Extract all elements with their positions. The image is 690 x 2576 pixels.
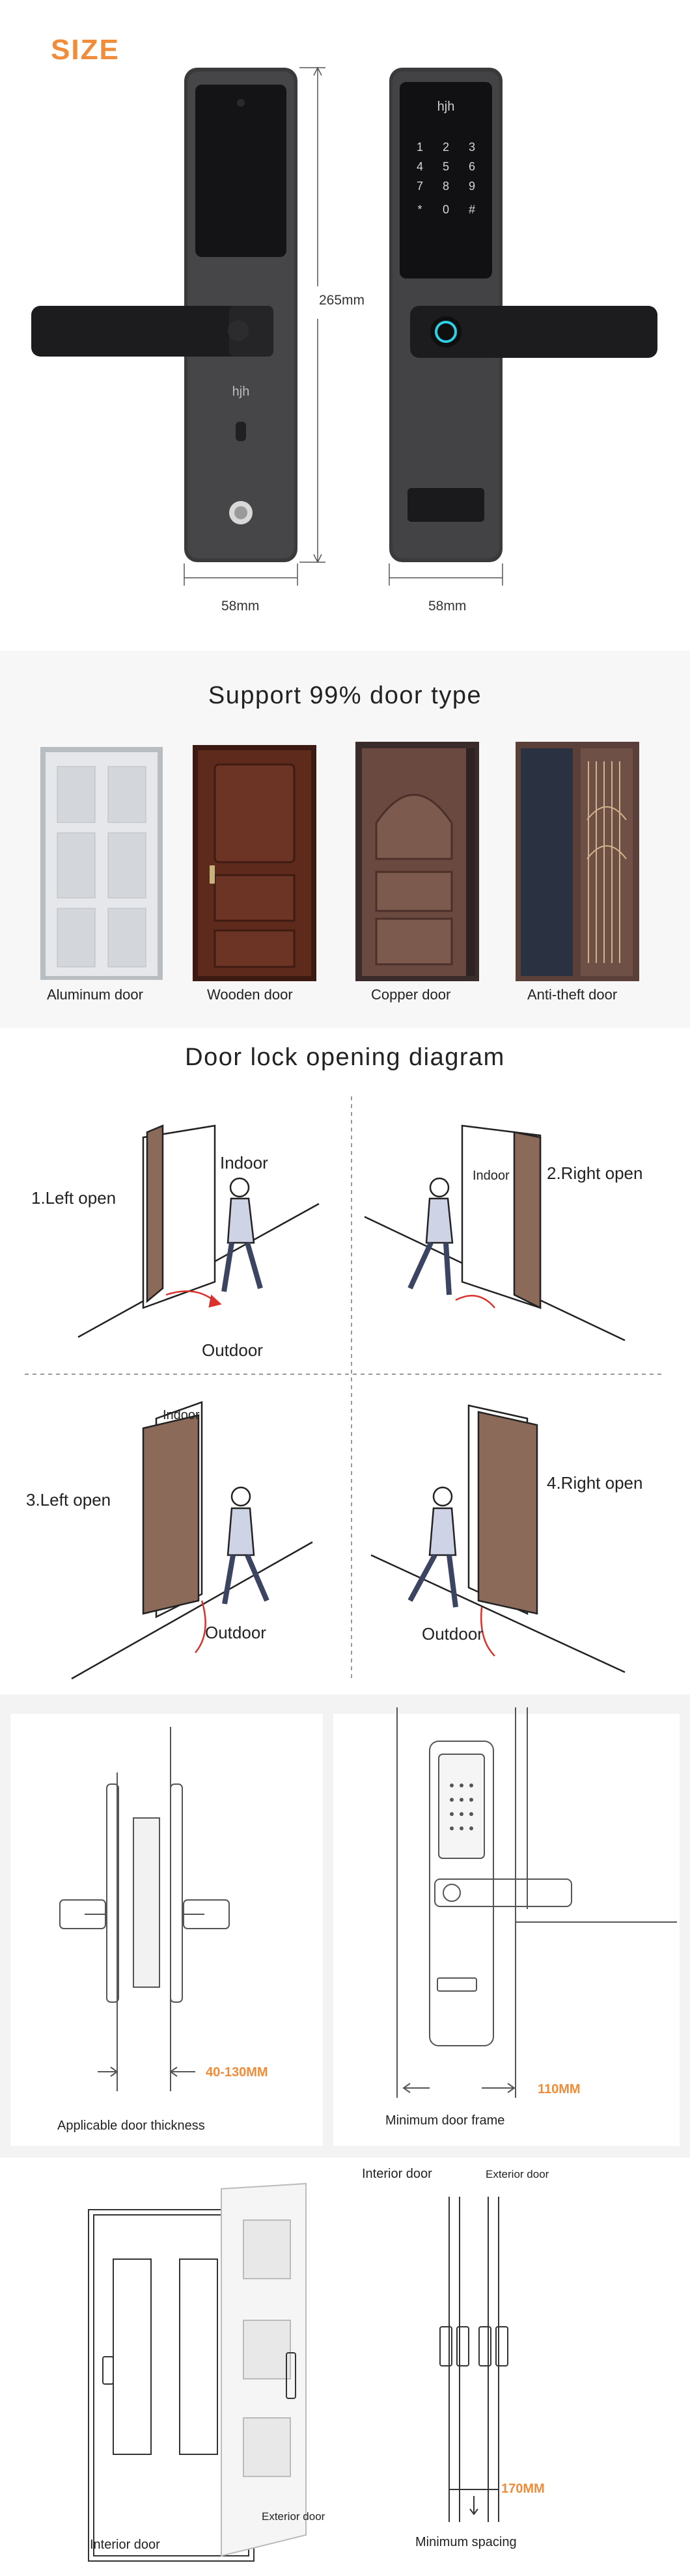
exterior-door-top-caption: Exterior door — [486, 2168, 549, 2180]
svg-text:2: 2 — [443, 141, 449, 154]
size-heading: SIZE — [51, 34, 120, 66]
panel-3-label: 3.Left open — [26, 1490, 111, 1510]
svg-text:#: # — [469, 203, 475, 216]
door-thickness-drawing — [59, 1727, 230, 2091]
frame-caption: Minimum door frame — [385, 2113, 505, 2128]
anti-theft-door-image — [516, 742, 639, 981]
thickness-caption: Applicable door thickness — [57, 2119, 205, 2133]
exterior-door-caption: Exterior door — [262, 2510, 325, 2523]
thickness-value: 40-130MM — [206, 2065, 268, 2080]
copper-door-image — [355, 742, 479, 981]
dimension-lines — [184, 66, 503, 586]
panel-2-indoor: Indoor — [473, 1169, 510, 1183]
svg-text:5: 5 — [443, 160, 449, 173]
door-types-section: Support 99% door type — [0, 651, 690, 1028]
width-dimension-left-label: 58mm — [221, 599, 260, 614]
svg-text:hjh: hjh — [437, 100, 455, 114]
double-door-drawing — [88, 2182, 307, 2562]
door-types-heading: Support 99% door type — [208, 682, 482, 709]
svg-text:7: 7 — [417, 180, 423, 193]
height-dimension-label: 265mm — [319, 293, 365, 308]
opening-diagram-heading: Door lock opening diagram — [185, 1044, 505, 1071]
interior-door-top-caption: Interior door — [362, 2167, 432, 2181]
frame-value: 110MM — [538, 2082, 581, 2096]
diagram-panel-1 — [77, 1124, 320, 1338]
svg-text:0: 0 — [443, 203, 449, 216]
wooden-door-image — [193, 745, 316, 981]
install-specs-section: 40-130MM Applicable door thickness 110MM… — [0, 1694, 690, 2158]
svg-text:hjh: hjh — [232, 385, 250, 399]
door-type-label-copper: Copper door — [371, 986, 451, 1003]
svg-text:6: 6 — [469, 160, 475, 173]
spacing-value: 170MM — [501, 2482, 545, 2496]
lock-size-drawing: hjh hjh 1 2 3 4 5 6 7 8 9 * 0 # — [31, 66, 657, 586]
spacing-caption: Minimum spacing — [415, 2535, 517, 2549]
diagram-panel-2 — [364, 1124, 626, 1342]
interior-door-caption: Interior door — [90, 2538, 160, 2552]
panel-1-indoor: Indoor — [220, 1153, 268, 1173]
svg-text:1: 1 — [417, 141, 423, 154]
panel-4-label: 4.Right open — [547, 1473, 643, 1493]
diagram-panel-4 — [370, 1404, 626, 1674]
panel-4-outdoor: Outdoor — [422, 1624, 483, 1644]
spacing-section: Interior door Exterior door Exterior doo… — [0, 2158, 690, 2576]
panel-2-label: 2.Right open — [547, 1163, 643, 1183]
aluminum-door-image — [40, 747, 163, 980]
thickness-panel — [10, 1714, 323, 2146]
door-types-images — [40, 742, 639, 981]
lock-interior-view: hjh — [31, 68, 297, 562]
width-dimension-right-label: 58mm — [428, 599, 467, 614]
svg-text:9: 9 — [469, 180, 475, 193]
door-type-label-anti-theft: Anti-theft door — [527, 986, 618, 1003]
svg-text:4: 4 — [417, 160, 423, 173]
size-section: SIZE hjh hjh — [0, 0, 690, 651]
svg-text:3: 3 — [469, 141, 475, 154]
opening-diagram-drawing — [25, 1096, 665, 1680]
opening-diagram-section: Door lock opening diagram — [0, 1028, 690, 1692]
lock-exterior-view: hjh 1 2 3 4 5 6 7 8 9 * 0 # — [389, 68, 657, 562]
panel-1-label: 1.Left open — [31, 1188, 117, 1208]
diagram-panel-3 — [71, 1401, 313, 1680]
door-frame-drawing — [396, 1707, 677, 2098]
svg-text:8: 8 — [443, 180, 449, 193]
door-type-label-aluminum: Aluminum door — [47, 986, 143, 1003]
min-spacing-drawing — [439, 2197, 508, 2522]
door-type-label-wooden: Wooden door — [207, 986, 293, 1003]
panel-3-outdoor: Outdoor — [205, 1623, 266, 1642]
panel-3-indoor: Indoor — [163, 1408, 200, 1422]
svg-text:*: * — [417, 203, 422, 216]
panel-1-outdoor: Outdoor — [202, 1340, 263, 1360]
spacing-drawing — [88, 2182, 508, 2562]
install-specs-drawing — [59, 1707, 677, 2098]
frame-panel — [333, 1714, 680, 2146]
